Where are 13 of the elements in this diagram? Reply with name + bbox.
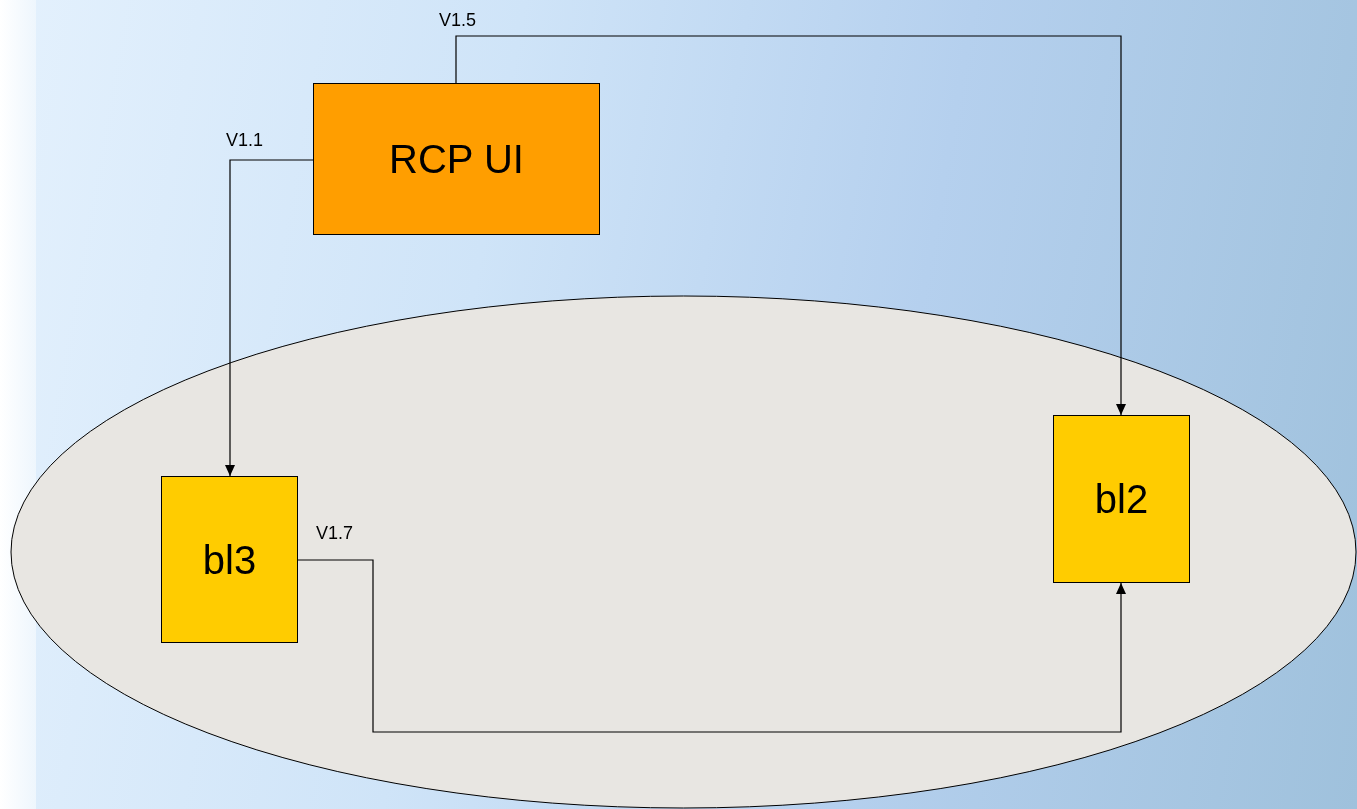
edge-label: V1.7 [316,522,354,544]
edge-label: V1.5 [439,9,477,31]
edge-label: V1.1 [226,129,264,151]
box-label: bl2 [1094,476,1149,523]
arrow [225,159,314,477]
box-label: bl3 [202,536,257,584]
process-box [161,476,298,643]
ellipse-region [10,295,1357,809]
process-box [313,83,600,235]
arrow [297,559,1126,733]
process-box [1053,415,1190,583]
box-label: RCP UI [389,136,524,183]
arrow [455,35,1126,416]
